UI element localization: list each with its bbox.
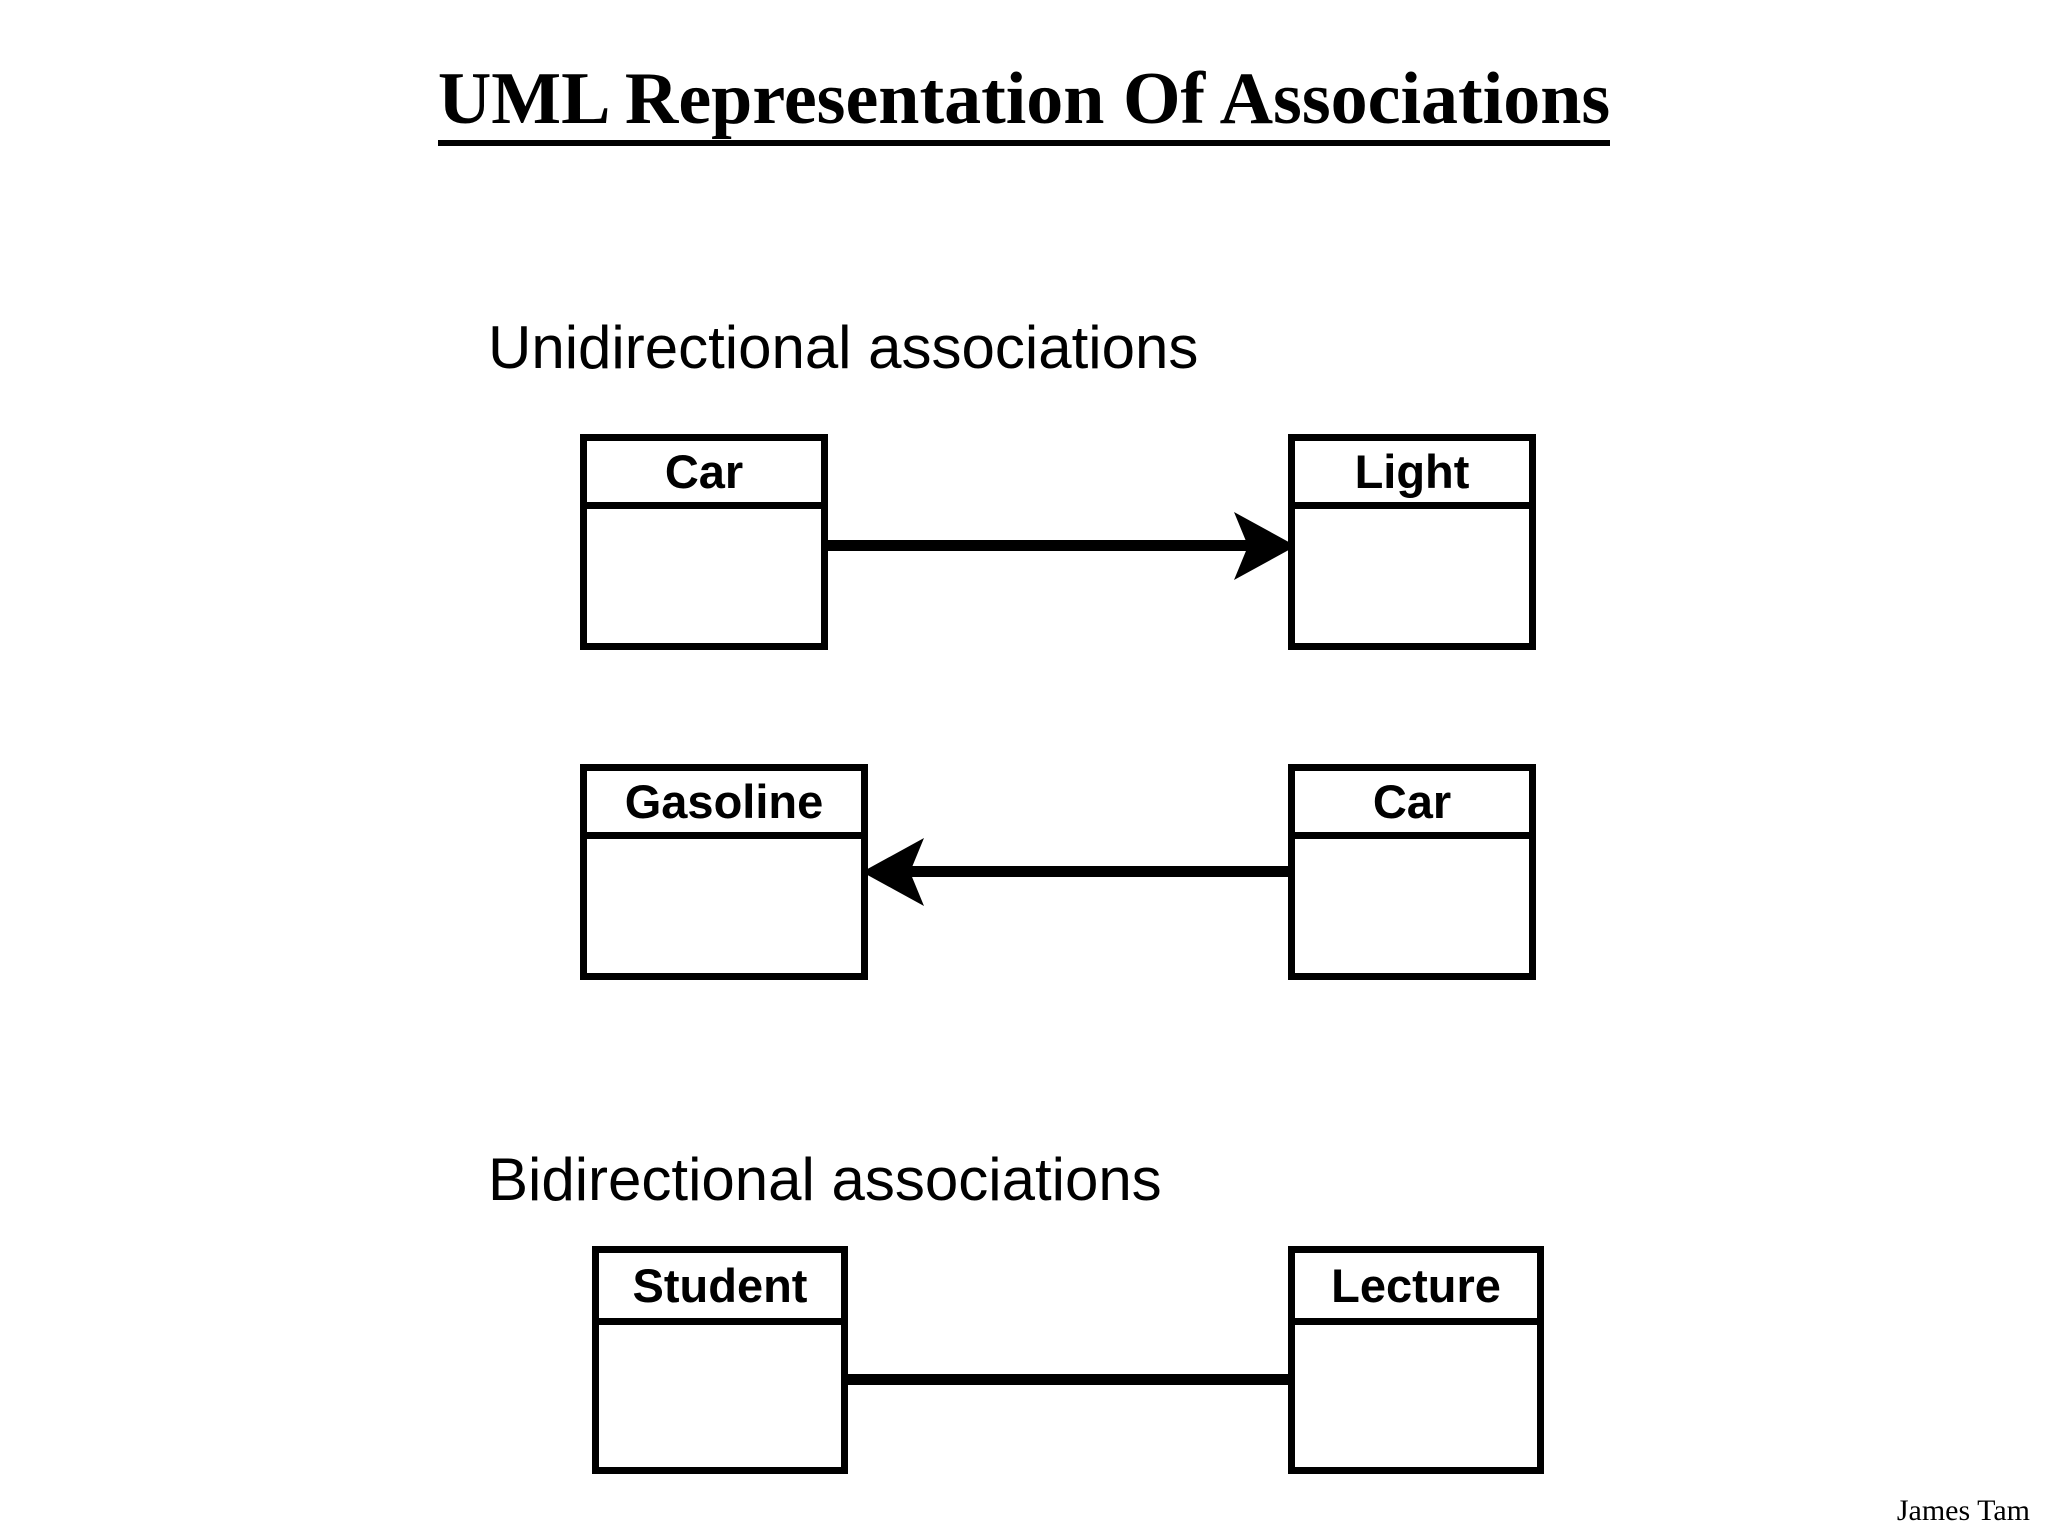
uml-class-attributes-light	[1295, 509, 1529, 643]
uml-class-name-car-2: Car	[1295, 771, 1529, 839]
section-heading-bidirectional: Bidirectional associations	[488, 1146, 1162, 1213]
uml-class-student: Student	[592, 1246, 848, 1474]
page-title: UML Representation Of Associations	[0, 62, 2048, 146]
uml-class-gasoline: Gasoline	[580, 764, 868, 980]
uml-class-name-student: Student	[599, 1253, 841, 1325]
page-title-text: UML Representation Of Associations	[437, 62, 1611, 146]
uml-class-attributes-car-1	[587, 509, 821, 643]
uml-class-name-light: Light	[1295, 441, 1529, 509]
uml-class-lecture: Lecture	[1288, 1246, 1544, 1474]
association-line-car-light	[828, 540, 1248, 551]
uml-class-name-car-1: Car	[587, 441, 821, 509]
association-line-student-lecture	[848, 1374, 1292, 1385]
footer-credit: James Tam	[1896, 1494, 2030, 1527]
arrow-left-icon	[862, 838, 928, 906]
uml-class-name-lecture: Lecture	[1295, 1253, 1537, 1325]
association-line-gasoline-car	[908, 866, 1292, 877]
arrow-right-icon	[1230, 512, 1296, 580]
uml-class-attributes-car-2	[1295, 839, 1529, 973]
uml-class-attributes-gasoline	[587, 839, 861, 973]
uml-class-car-2: Car	[1288, 764, 1536, 980]
section-heading-unidirectional: Unidirectional associations	[488, 314, 1199, 381]
uml-class-car-1: Car	[580, 434, 828, 650]
uml-class-name-gasoline: Gasoline	[587, 771, 861, 839]
uml-class-light: Light	[1288, 434, 1536, 650]
uml-class-attributes-lecture	[1295, 1325, 1537, 1467]
uml-class-attributes-student	[599, 1325, 841, 1467]
